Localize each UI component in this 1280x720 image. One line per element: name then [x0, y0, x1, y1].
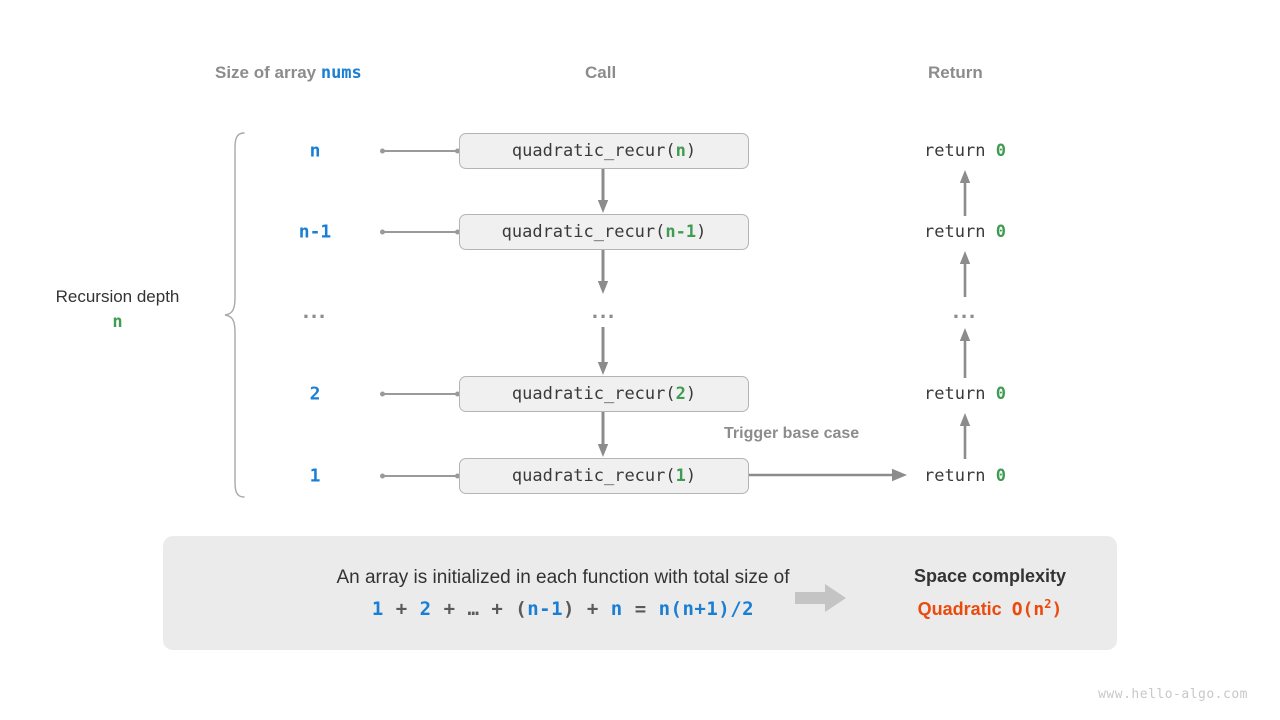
complexity-bigo-open: O(n: [1011, 599, 1045, 620]
return-value: 0: [995, 141, 1006, 161]
return-up-arrow-icon: [959, 413, 971, 459]
formula-token-6: (: [515, 597, 528, 620]
formula-token-12: n(n+1)/2: [658, 597, 755, 620]
call-box-close: ): [685, 466, 697, 486]
formula-token-10: n: [610, 597, 623, 620]
call-box-close: ): [685, 384, 697, 404]
call-box[interactable]: quadratic_recur(n-1): [459, 214, 749, 250]
call-box[interactable]: quadratic_recur(1): [459, 458, 749, 494]
row-connector: [381, 231, 459, 233]
column-header-size-code: nums: [320, 63, 362, 83]
return-value: 0: [995, 466, 1006, 486]
call-box-close: ): [685, 141, 697, 161]
call-ellipsis: ...: [591, 298, 617, 323]
recursion-depth-text: Recursion depth: [55, 287, 180, 306]
space-complexity-title: Space complexity: [913, 566, 1067, 586]
formula-token-5: +: [479, 597, 516, 620]
summary-sentence: An array is initialized in each function…: [336, 566, 790, 588]
summary-right-group: Space complexity Quadratic O(n2): [863, 536, 1117, 650]
size-label: n-1: [298, 221, 332, 243]
space-complexity-value: Quadratic O(n2): [918, 597, 1063, 620]
formula-token-7: n-1: [527, 597, 564, 620]
right-arrow-icon: [795, 584, 846, 612]
return-text: return 0: [860, 466, 1070, 486]
column-header-size-text: Size of array: [215, 63, 321, 82]
size-label: n: [309, 140, 321, 162]
call-box[interactable]: quadratic_recur(n): [459, 133, 749, 169]
return-keyword: return: [924, 141, 996, 161]
call-box-name: quadratic_recur(: [511, 141, 676, 161]
return-ellipsis: ...: [952, 298, 978, 323]
call-box-arg: n-1: [665, 222, 697, 242]
call-box-arg: 1: [675, 466, 686, 486]
call-box-arg: n: [675, 141, 686, 161]
return-value: 0: [995, 384, 1006, 404]
summary-panel: An array is initialized in each function…: [163, 536, 1117, 650]
row-connector: [381, 475, 459, 477]
size-label: 1: [309, 465, 321, 487]
return-value: 0: [995, 222, 1006, 242]
row-connector: [381, 393, 459, 395]
column-header-size: Size of array nums: [215, 63, 362, 83]
call-down-arrow-icon: [597, 250, 609, 294]
call-box-name: quadratic_recur(: [511, 466, 676, 486]
return-up-arrow-icon: [959, 328, 971, 378]
formula-token-1: +: [383, 597, 420, 620]
formula-token-11: =: [622, 597, 659, 620]
recursion-depth-value: n: [112, 311, 123, 332]
recursion-depth-label: Recursion depth n: [20, 285, 215, 334]
complexity-word: Quadratic: [917, 599, 1002, 619]
return-keyword: return: [924, 384, 996, 404]
return-keyword: return: [924, 466, 996, 486]
return-up-arrow-icon: [959, 170, 971, 216]
call-box[interactable]: quadratic_recur(2): [459, 376, 749, 412]
return-text: return 0: [860, 384, 1070, 404]
column-header-return: Return: [928, 63, 983, 82]
call-down-arrow-icon: [597, 169, 609, 213]
summary-formula: 1 + 2 + … + (n-1) + n = n(n+1)/2: [372, 598, 754, 620]
call-box-name: quadratic_recur(: [511, 384, 676, 404]
call-down-arrow-icon: [597, 327, 609, 375]
complexity-bigo-close: ): [1051, 599, 1063, 620]
call-down-arrow-icon: [597, 412, 609, 457]
watermark: www.hello-algo.com: [1098, 687, 1248, 702]
trigger-base-case-label: Trigger base case: [724, 425, 860, 442]
size-label-ellipsis: ...: [302, 298, 328, 323]
formula-token-9: +: [574, 597, 611, 620]
recursion-depth-brace: [224, 132, 245, 498]
call-box-arg: 2: [675, 384, 686, 404]
return-text: return 0: [860, 222, 1070, 242]
formula-token-3: +: [431, 597, 468, 620]
call-box-name: quadratic_recur(: [501, 222, 666, 242]
return-text: return 0: [860, 141, 1070, 161]
formula-token-4: …: [467, 597, 480, 620]
complexity-exponent: 2: [1044, 597, 1052, 611]
column-header-call: Call: [585, 63, 617, 82]
formula-token-8: ): [563, 597, 575, 620]
call-box-close: ): [696, 222, 707, 242]
summary-left-group: An array is initialized in each function…: [183, 536, 943, 650]
return-keyword: return: [924, 222, 996, 242]
return-up-arrow-icon: [959, 251, 971, 297]
formula-token-2: 2: [419, 597, 432, 620]
row-connector: [381, 150, 459, 152]
formula-token-0: 1: [371, 597, 384, 620]
size-label: 2: [309, 383, 321, 405]
complexity-bigo: O(n2): [1011, 597, 1063, 620]
base-case-right-arrow-icon: [749, 468, 907, 482]
